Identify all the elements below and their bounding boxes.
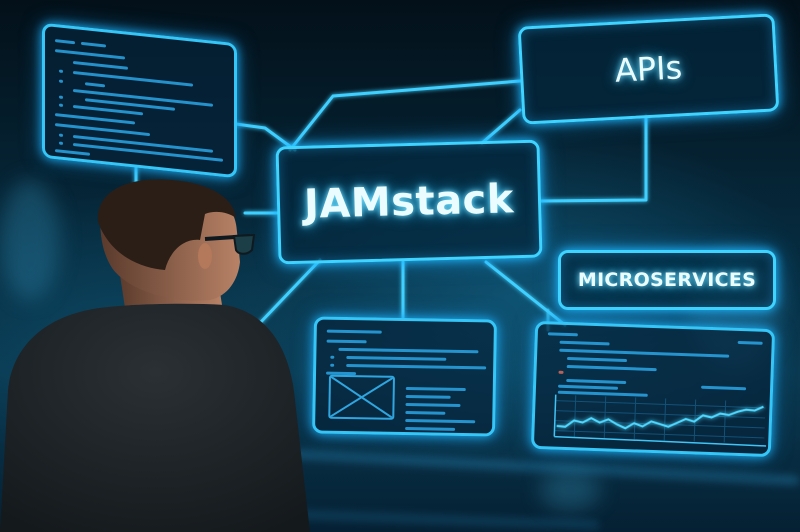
microservices-node: MICROSERVICES [558, 250, 776, 310]
chart-panel [530, 320, 776, 458]
image-placeholder-icon [328, 374, 396, 420]
line-chart [553, 394, 767, 447]
sweater [0, 303, 310, 532]
background-bokeh [0, 180, 60, 300]
wireframe-panel [311, 316, 498, 437]
background-bokeh [540, 470, 600, 510]
ear [198, 243, 212, 269]
microservices-label: MICROSERVICES [577, 269, 757, 291]
hair [97, 179, 237, 270]
glasses-icon [204, 233, 256, 255]
